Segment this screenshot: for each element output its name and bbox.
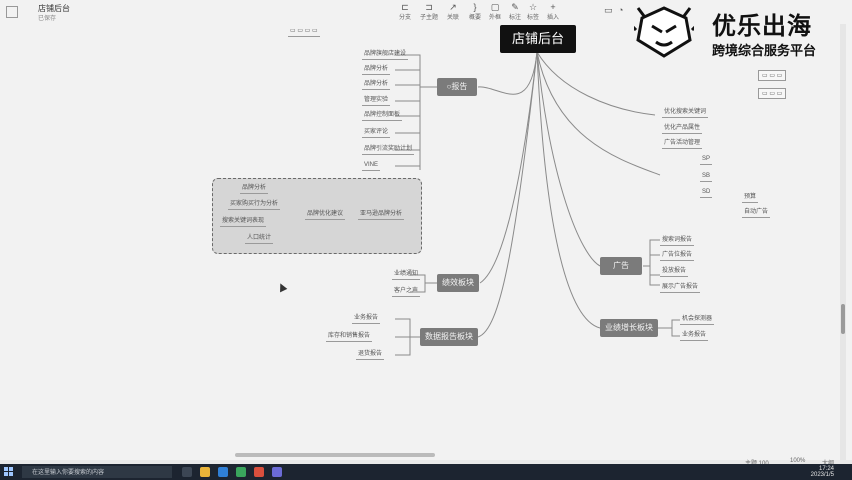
watermark-title: 优乐出海 [712, 13, 812, 40]
right-box-1[interactable]: ▭ ▭ ▭ [758, 88, 787, 99]
wechat-icon[interactable] [236, 467, 246, 477]
summary-icon: } [473, 2, 477, 12]
taskbar-search-box[interactable] [22, 466, 172, 478]
toolbar-frame-button[interactable]: ▢ 外框 [480, 2, 510, 22]
link-icon: ↗ [449, 2, 457, 12]
toolbar-summary-button[interactable]: } 概要 [460, 2, 490, 22]
leaf-report-1[interactable]: 品牌分析 [362, 65, 391, 75]
branch-ads[interactable]: 广告 [600, 257, 642, 275]
leaf-report-4[interactable]: 品牌控制面板 [362, 111, 403, 121]
leaf-report-2[interactable]: 品牌分析 [362, 80, 391, 90]
format-icon[interactable]: ▭ [604, 5, 613, 15]
toolbar-insert-button[interactable]: + 插入 [538, 2, 568, 22]
leaf-right-top-7[interactable]: 自动广告 [742, 208, 771, 218]
frame-leaf-1[interactable]: 买家购买行为分析 [228, 200, 281, 210]
root-topic[interactable]: 店铺后台 [500, 25, 576, 53]
right-box-0[interactable]: ▭ ▭ ▭ [758, 70, 787, 81]
leaf-right-top-1[interactable]: 优化产品属性 [662, 124, 703, 134]
leaf-ads-1[interactable]: 广告位报告 [660, 251, 695, 261]
mindmap-app-window: 店铺后台 已保存 ⊏ 分支 ⊐ 子主题 ↗ 关联 } 概要 ▢ 外框 ✎ 标注 … [0, 0, 852, 467]
tag-icon: ☆ [528, 2, 538, 12]
title-bar: 店铺后台 已保存 ⊏ 分支 ⊐ 子主题 ↗ 关联 } 概要 ▢ 外框 ✎ 标注 … [0, 0, 852, 24]
leaf-top-hidden[interactable]: ▭ ▭ ▭ ▭ [288, 27, 320, 37]
horizontal-scrollbar[interactable] [235, 453, 435, 457]
windows-taskbar: 在这里输入你要搜索的内容 17:24 2023/1/5 [0, 464, 852, 480]
clock-time: 17:24 [818, 466, 834, 472]
leaf-report-5[interactable]: 买家评论 [362, 128, 391, 138]
toolbar-link-button[interactable]: ↗ 关联 [438, 2, 468, 22]
scrollbar-thumb[interactable] [841, 304, 845, 334]
vertical-scrollbar[interactable] [840, 24, 846, 460]
branch-report[interactable]: ○报告 [437, 78, 477, 96]
leaf-growth-0[interactable]: 机会探测器 [680, 315, 715, 325]
note-icon: ✎ [511, 2, 519, 12]
frame-icon: ▢ [490, 2, 500, 12]
mindmap-app-icon[interactable] [272, 467, 282, 477]
branch-growth[interactable]: 业绩增长板块 [600, 319, 658, 337]
summary-frame[interactable] [212, 178, 422, 254]
leaf-right-top-3[interactable]: SP [700, 155, 713, 165]
leaf-report-6[interactable]: 品牌引流奖励计划 [362, 145, 415, 155]
leaf-data-2[interactable]: 退货报告 [356, 350, 385, 360]
leaf-report-0[interactable]: 品牌旗舰店建设 [362, 50, 409, 60]
save-status: 已保存 [38, 16, 57, 22]
toolbar-note-button[interactable]: ✎ 标注 [500, 2, 530, 22]
toolbar-tag-button[interactable]: ☆ 标签 [518, 2, 548, 22]
leaf-ads-3[interactable]: 展示广告报告 [660, 283, 701, 293]
lion-logo-icon [634, 6, 694, 58]
leaf-right-top-5[interactable]: SD [700, 188, 713, 198]
leaf-ads-0[interactable]: 搜索词报告 [660, 236, 695, 246]
branch-data-report[interactable]: 数据报告板块 [420, 328, 478, 346]
leaf-performance-0[interactable]: 业绩通知 [392, 270, 421, 280]
task-view-icon[interactable] [182, 467, 192, 477]
brand-watermark: 优乐出海 跨境综合服务平台 [632, 0, 852, 64]
insert-icon: + [550, 2, 556, 12]
leaf-right-top-0[interactable]: 优化搜索关键词 [662, 108, 709, 118]
bell-icon[interactable]: ◔ [618, 5, 624, 15]
menu-icon[interactable] [6, 6, 18, 18]
leaf-right-top-2[interactable]: 广告活动管理 [662, 139, 703, 149]
leaf-report-3[interactable]: 管理实验 [362, 96, 391, 106]
frame-leaf-0[interactable]: 品牌分析 [240, 184, 269, 194]
toolbar-subtopic-button[interactable]: ⊐ 子主题 [414, 2, 444, 22]
windows-start-icon[interactable] [4, 467, 14, 477]
leaf-growth-1[interactable]: 业务报告 [680, 331, 709, 341]
leaf-right-top-4[interactable]: SB [700, 172, 713, 182]
zoom-level[interactable]: 100% [790, 458, 806, 464]
toolbar-branch-button[interactable]: ⊏ 分支 [390, 2, 420, 22]
branch-icon: ⊏ [401, 2, 409, 12]
taskbar-search-placeholder: 在这里输入你要搜索的内容 [32, 470, 105, 476]
leaf-right-top-6[interactable]: 预算 [742, 193, 759, 203]
browser-icon[interactable] [218, 467, 228, 477]
file-explorer-icon[interactable] [200, 467, 210, 477]
frame-leaf-4[interactable]: 品牌优化建议 [305, 210, 346, 220]
frame-leaf-2[interactable]: 搜索关键词表现 [220, 217, 267, 227]
leaf-performance-1[interactable]: 客户之声 [392, 287, 421, 297]
subtopic-icon: ⊐ [425, 2, 433, 12]
frame-leaf-3[interactable]: 人口统计 [245, 234, 274, 244]
leaf-data-0[interactable]: 业务报告 [352, 314, 381, 324]
leaf-ads-2[interactable]: 投放报告 [660, 267, 689, 277]
clock-date: 2023/1/5 [810, 472, 834, 478]
leaf-data-1[interactable]: 库存和销售报告 [326, 332, 373, 342]
branch-performance[interactable]: 绩效板块 [437, 274, 479, 292]
watermark-subtitle: 跨境综合服务平台 [712, 43, 817, 58]
leaf-report-7[interactable]: VINE [362, 161, 381, 171]
frame-mid-topic[interactable]: 亚马逊品牌分析 [358, 210, 405, 220]
document-title[interactable]: 店铺后台 [38, 4, 70, 13]
app-icon[interactable] [254, 467, 264, 477]
connector-lines [287, 51, 680, 356]
taskbar-clock[interactable]: 17:24 2023/1/5 [811, 466, 834, 478]
